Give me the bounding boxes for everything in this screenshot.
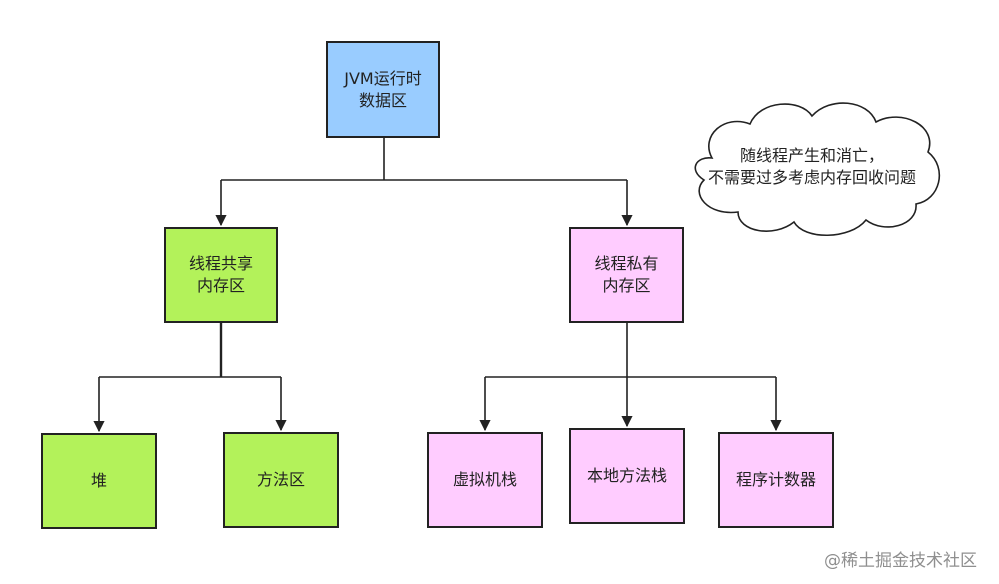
node-label: 线程共享 内存区 [188, 254, 253, 295]
node-thread-private-memory: 线程私有 内存区 [569, 227, 684, 323]
cloud-note-text: 随线程产生和消亡， 不需要过多考虑内存回收问题 [707, 146, 916, 187]
node-label: 线程私有 内存区 [594, 254, 659, 295]
cloud-shape [694, 102, 941, 237]
node-label: 本地方法栈 [586, 466, 667, 485]
node-label: 虚拟机栈 [452, 470, 517, 489]
node-method-area: 方法区 [223, 432, 339, 528]
node-heap: 堆 [41, 433, 157, 529]
node-native-method-stack: 本地方法栈 [569, 428, 685, 524]
node-label: JVM运行时 数据区 [344, 68, 422, 110]
node-program-counter: 程序计数器 [718, 432, 834, 528]
node-vm-stack: 虚拟机栈 [427, 432, 543, 528]
watermark: @稀土掘金技术社区 [824, 551, 977, 571]
node-thread-shared-memory: 线程共享 内存区 [164, 227, 278, 323]
node-label: 方法区 [256, 470, 305, 489]
node-label: 堆 [90, 471, 107, 490]
node-jvm-runtime-data-area: JVM运行时 数据区 [326, 41, 440, 138]
node-label: 程序计数器 [735, 470, 816, 489]
